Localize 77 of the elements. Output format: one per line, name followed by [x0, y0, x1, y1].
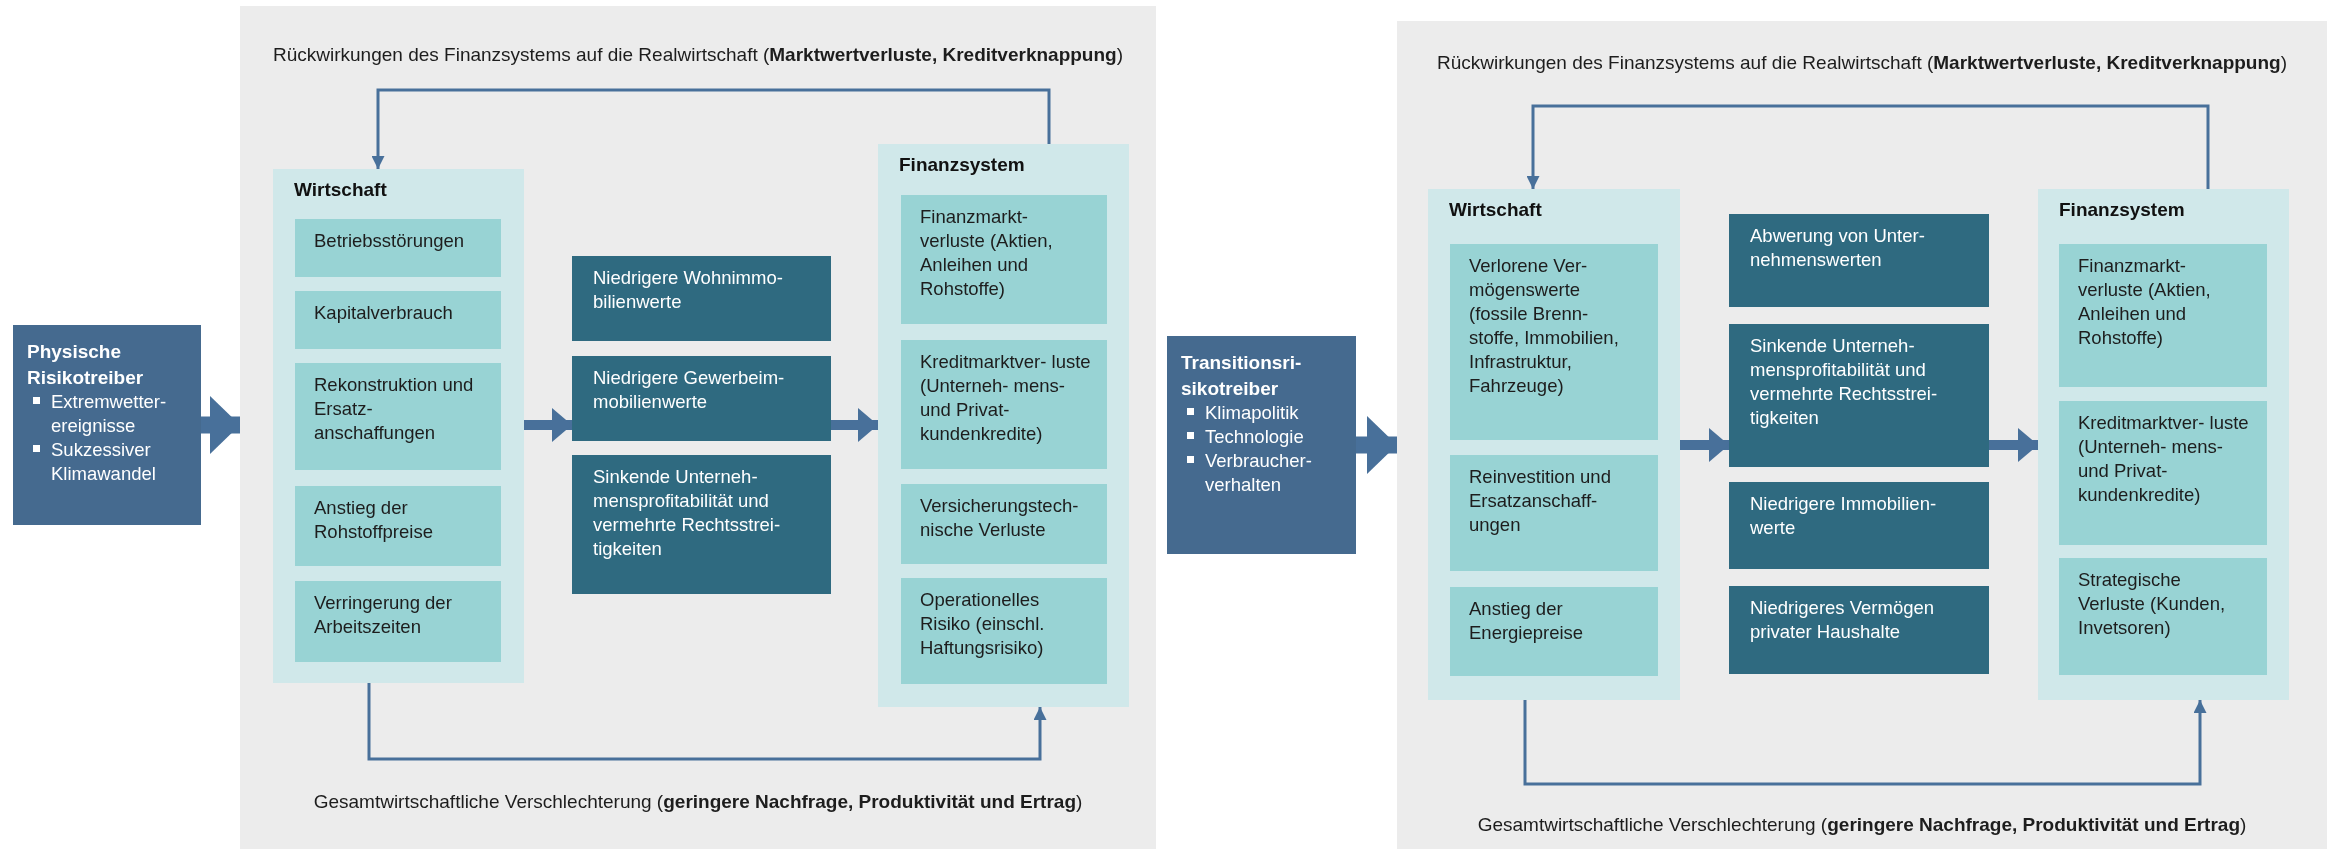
impact-box	[2059, 244, 2267, 387]
group-box	[1428, 189, 1680, 700]
box-text: Niedrigere Wohnimmo- bilienwerte	[593, 266, 784, 315]
impact-box	[2059, 558, 2267, 675]
channel-box	[572, 256, 831, 341]
impact-box	[901, 484, 1107, 564]
flow-arrow	[831, 408, 878, 442]
flow-arrow	[1356, 416, 1397, 474]
feedback-arrow	[367, 683, 1047, 761]
box-text: Verringerung der Arbeitszeiten	[314, 591, 453, 640]
deterioration-label: Gesamtwirtschaftliche Verschlechterung (geringere Nachfrage, Produktivität und Ertrag)	[312, 791, 1084, 813]
group-heading: Finanzsystem	[899, 154, 1025, 176]
deterioration-label: Gesamtwirtschaftliche Verschlechterung (geringere Nachfrage, Produktivität und Ertrag)	[1476, 814, 2248, 836]
box-text: Finanzmarkt- verluste (Aktien, Anleihen und Rohstoffe)	[2078, 254, 2212, 351]
group-box	[2038, 189, 2289, 700]
feedback-arrow	[1526, 104, 2210, 189]
box-text: Kapitalverbrauch	[314, 301, 454, 325]
impact-box	[901, 195, 1107, 324]
list-item: Extremwetter- ereignisse	[51, 390, 168, 439]
box-text: Abwerung von Unter- nehmenswerten	[1750, 224, 1926, 273]
box-text: Strategische Verluste (Kunden, Invetsoren)	[2078, 568, 2227, 641]
group-heading: Finanzsystem	[2059, 199, 2185, 221]
impact-box	[901, 340, 1107, 469]
box-text: Anstieg der Energiepreise	[1469, 597, 1585, 646]
box-text: Reinvestition und Ersatzanschaff- ungen	[1469, 465, 1612, 538]
risk-driver-box	[13, 325, 201, 525]
impact-box	[1450, 455, 1658, 571]
group-box	[878, 144, 1129, 707]
risk-driver-box	[1167, 336, 1356, 554]
box-text: Finanzmarkt- verluste (Aktien, Anleihen und Rohstoffe)	[920, 205, 1054, 302]
box-text: Anstieg der Rohstoffpreise	[314, 496, 434, 545]
flow-arrow	[524, 408, 572, 442]
box-text: Versicherungstech- nische Verluste	[920, 494, 1080, 543]
box-text: Rekonstruktion und Ersatz- anschaffungen	[314, 373, 475, 446]
box-text: Sinkende Unterneh- mensprofitabilität und vermehrte Rechtsstrei- tigkeiten	[1750, 334, 1939, 431]
channel-box	[572, 356, 831, 441]
list-item: Technologie	[1205, 425, 1305, 450]
impact-box	[901, 578, 1107, 684]
group-box	[273, 169, 524, 683]
channel-box	[1729, 586, 1989, 674]
flow-arrow	[201, 396, 240, 454]
box-text: Niedrigere Immobilien- werte	[1750, 492, 1938, 541]
impact-box	[2059, 401, 2267, 545]
channel-box	[1729, 324, 1989, 467]
box-text: Kreditmarktver- luste (Unterneh- mens- und Privat- kundenkredite)	[2078, 411, 2250, 508]
impact-box	[295, 581, 501, 662]
impact-box	[295, 219, 501, 277]
panel-background	[1397, 21, 2327, 849]
box-text: Betriebsstörungen	[314, 229, 466, 253]
driver-heading: Physische Risikotreiber	[27, 340, 145, 390]
impact-box	[295, 486, 501, 566]
impact-box	[295, 363, 501, 470]
feedback-label: Rückwirkungen des Finanzsystems auf die Realwirtschaft (Marktwertverluste, Kreditverknappung)	[1436, 52, 2288, 74]
box-text: Sinkende Unterneh- mensprofitabilität und vermehrte Rechtsstrei- tigkeiten	[593, 465, 782, 562]
driver-heading: Transitionsri- sikotreiber	[1181, 351, 1303, 401]
channel-box	[572, 455, 831, 594]
feedback-arrow	[371, 88, 1051, 169]
box-text: Kreditmarktver- luste (Unterneh- mens- und Privat- kundenkredite)	[920, 350, 1091, 447]
box-text: Niedrigere Gewerbeim- mobilienwerte	[593, 366, 786, 415]
flow-arrow	[1680, 428, 1729, 462]
impact-box	[1450, 587, 1658, 676]
group-heading: Wirtschaft	[294, 179, 387, 201]
channel-box	[1729, 482, 1989, 569]
group-heading: Wirtschaft	[1449, 199, 1542, 221]
feedback-arrow	[1523, 700, 2207, 786]
feedback-label: Rückwirkungen des Finanzsystems auf die Realwirtschaft (Marktwertverluste, Kreditverknappung)	[272, 44, 1124, 66]
impact-box	[295, 291, 501, 349]
box-text: Operationelles Risiko (einschl. Haftungsrisiko)	[920, 588, 1046, 661]
list-item: Sukzessiver Klimawandel	[51, 438, 157, 487]
channel-box	[1729, 214, 1989, 307]
panel-background	[240, 6, 1156, 849]
box-text: Verlorene Ver- mögenswerte (fossile Brenn- stoffe, Immobilien, Infrastruktur, Fahrzeuge)	[1469, 254, 1620, 399]
list-item: Verbraucher- verhalten	[1205, 449, 1313, 498]
list-item: Klimapolitik	[1205, 401, 1300, 426]
flow-arrow	[1989, 428, 2038, 462]
impact-box	[1450, 244, 1658, 440]
box-text: Niedrigeres Vermögen privater Haushalte	[1750, 596, 1936, 645]
